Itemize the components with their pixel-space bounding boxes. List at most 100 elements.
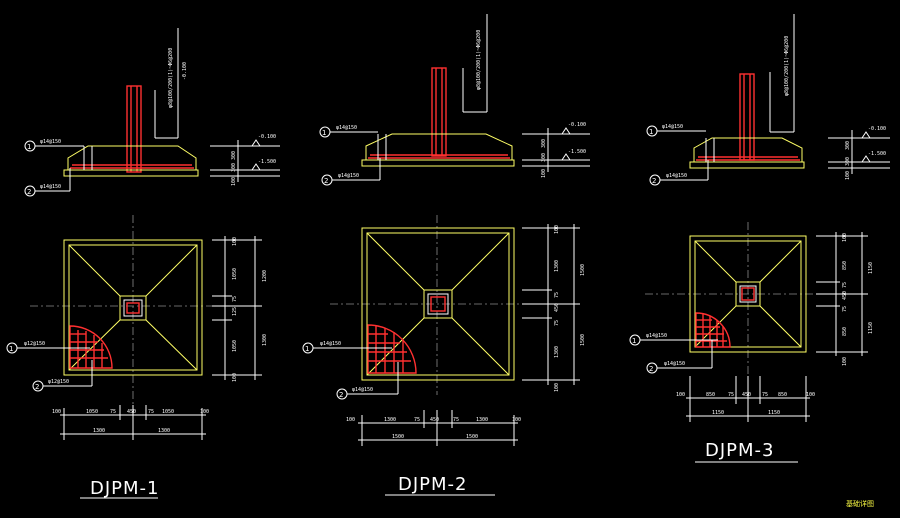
footing-3-plan: 1 φ14@150 2 φ14@150 100 850 75 450 75 85… — [629, 222, 874, 463]
footing-1-sec-dim-2: 300 — [231, 163, 237, 172]
footing-1-plan-rebar-2: φ12@150 — [48, 379, 69, 385]
footing-1-title: DJPM-1 — [90, 478, 160, 499]
footing-3-sec-dim-2: 300 — [845, 157, 851, 166]
footing-1-rdim-5: 1050 — [232, 340, 238, 352]
footing-3-bdim-6: 850 — [778, 392, 787, 398]
footing-1-rdim-8: 1300 — [262, 334, 268, 346]
footing-1-bdim-4: 450 — [127, 409, 136, 415]
footing-1-sec-bubble-1: 1 — [27, 143, 31, 151]
footing-1-plan: 1 φ12@150 2 φ12@150 100 1050 75 125 1050… — [6, 215, 268, 499]
footing-2-plan-rebar-2: φ14@150 — [352, 387, 373, 393]
footing-2-rdim-5: 75 — [554, 320, 560, 326]
footing-2-bdim-8: 1500 — [392, 434, 404, 440]
footing-2-rdim-6: 1300 — [554, 346, 560, 358]
footing-2-bdim-4: 450 — [430, 417, 439, 423]
footing-2-rdim-3: 75 — [554, 292, 560, 298]
footing-3-bdim-4: 450 — [742, 392, 751, 398]
footing-1-bdim-7: 100 — [200, 409, 209, 415]
footing-3-elev-top: -0.100 — [868, 126, 886, 132]
footing-1-bdim-6: 1050 — [162, 409, 174, 415]
footing-3-bdim-8: 1150 — [712, 410, 724, 416]
footing-3-rdim-7: 100 — [842, 357, 848, 366]
footing-3-section: φ8@100/200(1)~Φ6@200 1 φ14@150 2 φ14@150… — [646, 14, 890, 186]
footing-1-sec-rebar-2: φ14@150 — [40, 184, 61, 190]
footing-2-rdim-8: 1500 — [580, 264, 586, 276]
footing-3-sec-rebar-2: φ14@150 — [666, 173, 687, 179]
footing-1-rdim-4: 125 — [232, 307, 238, 316]
footing-2-sec-dim-1: 300 — [541, 139, 547, 148]
footing-3-rdim-3: 75 — [842, 282, 848, 288]
footing-1-plan-bubble-2: 2 — [35, 383, 39, 391]
footing-3-bdim-3: 75 — [728, 392, 734, 398]
footing-3-elev-bottom: -1.500 — [868, 151, 886, 157]
footing-3-plan-rebar-2: φ14@150 — [664, 361, 685, 367]
footing-2-bdim-1: 100 — [346, 417, 355, 423]
footing-1-sec-dim-1: 300 — [231, 151, 237, 160]
footing-2-section: φ8@100/200(1)~Φ6@200 1 φ14@150 2 φ14@150… — [319, 14, 590, 186]
footing-1-plan-bubble-1: 1 — [9, 345, 13, 353]
footing-1-bdim-2: 1050 — [86, 409, 98, 415]
footing-3-plan-rebar-1: φ14@150 — [646, 333, 667, 339]
footing-3-bdim-9: 1150 — [768, 410, 780, 416]
footing-3-plan-bubble-1: 1 — [632, 337, 636, 345]
footing-3-rdim-2: 850 — [842, 261, 848, 270]
footing-2-sec-bubble-1: 1 — [322, 129, 326, 137]
footing-2-rdim-4: 450 — [554, 303, 560, 312]
footing-2-elev-bottom: -1.500 — [568, 149, 586, 155]
footing-1-elev-top: -0.100 — [258, 134, 276, 140]
footing-2-sec-rebar-2: φ14@150 — [338, 173, 359, 179]
footing-3-bdim-2: 850 — [706, 392, 715, 398]
footing-2-plan-rebar-1: φ14@150 — [320, 341, 341, 347]
footing-1-rdim-2: 1050 — [232, 268, 238, 280]
footing-2-bdim-5: 75 — [453, 417, 459, 423]
footing-2-sec-bubble-2: 2 — [324, 177, 328, 185]
footing-3-sec-dim-1: 300 — [845, 141, 851, 150]
footing-2-sec-dim-3: 100 — [541, 169, 547, 178]
footing-2-bdim-2: 1300 — [384, 417, 396, 423]
footing-3-sec-bubble-1: 1 — [649, 128, 653, 136]
footing-3-plan-bubble-2: 2 — [649, 365, 653, 373]
footing-3-sec-bubble-2: 2 — [652, 177, 656, 185]
footing-2-rdim-7: 100 — [554, 383, 560, 392]
footing-3-rdim-8: 1150 — [868, 262, 874, 274]
footing-2-rdim-1: 100 — [554, 225, 560, 234]
footing-1-column-note: -0.100 — [182, 62, 188, 80]
footing-3-bdim-1: 100 — [676, 392, 685, 398]
footing-1-bdim-8: 1300 — [93, 428, 105, 434]
footing-3-rdim-6: 850 — [842, 327, 848, 336]
footing-1-section: φ8@100/200(1)~Φ6@200 -0.100 1 φ14@150 2 … — [24, 28, 280, 197]
footing-2-rdim-2: 1300 — [554, 260, 560, 272]
footing-2-plan: 1 φ14@150 2 φ14@150 100 1300 75 450 75 1… — [302, 215, 586, 496]
footing-1-sec-dim-3: 100 — [231, 177, 237, 186]
footing-1-rdim-3: 75 — [232, 296, 238, 302]
footing-3-rdim-1: 100 — [842, 233, 848, 242]
footing-3-rdim-5: 75 — [842, 306, 848, 312]
footing-3-bdim-7: 100 — [806, 392, 815, 398]
footing-3-sec-rebar-1: φ14@150 — [662, 124, 683, 130]
footing-3-rdim-9: 1150 — [868, 322, 874, 334]
footing-3-column-rebar: φ8@100/200(1)~Φ6@200 — [784, 36, 790, 96]
footing-2-column-rebar: φ8@100/200(1)~Φ6@200 — [476, 30, 482, 90]
footing-1-plan-rebar-1: φ12@150 — [24, 341, 45, 347]
footing-3-bdim-5: 75 — [762, 392, 768, 398]
footing-1-sec-bubble-2: 2 — [27, 188, 31, 196]
footing-3-title: DJPM-3 — [705, 440, 775, 461]
footing-2-plan-bubble-1: 1 — [305, 345, 309, 353]
footing-1-bdim-9: 1300 — [158, 428, 170, 434]
footing-1-rdim-7: 1200 — [262, 270, 268, 282]
footing-3-rdim-4: 450 — [842, 291, 848, 300]
footing-2-bdim-7: 100 — [512, 417, 521, 423]
footing-2-elev-top: -0.100 — [568, 122, 586, 128]
footing-1-sec-rebar-1: φ14@150 — [40, 139, 61, 145]
footing-2-bdim-9: 1500 — [466, 434, 478, 440]
footing-1-column-rebar: φ8@100/200(1)~Φ6@200 — [168, 48, 174, 108]
footing-1-rdim-1: 100 — [232, 237, 238, 246]
footing-2-bdim-3: 75 — [414, 417, 420, 423]
footing-2-title: DJPM-2 — [398, 474, 468, 495]
footing-2-sec-dim-2: 300 — [541, 153, 547, 162]
footing-1-rdim-6: 100 — [232, 373, 238, 382]
sheet-label: 基础详图 — [846, 499, 874, 508]
footing-2-sec-rebar-1: φ14@150 — [336, 125, 357, 131]
footing-2-rdim-9: 1500 — [580, 334, 586, 346]
